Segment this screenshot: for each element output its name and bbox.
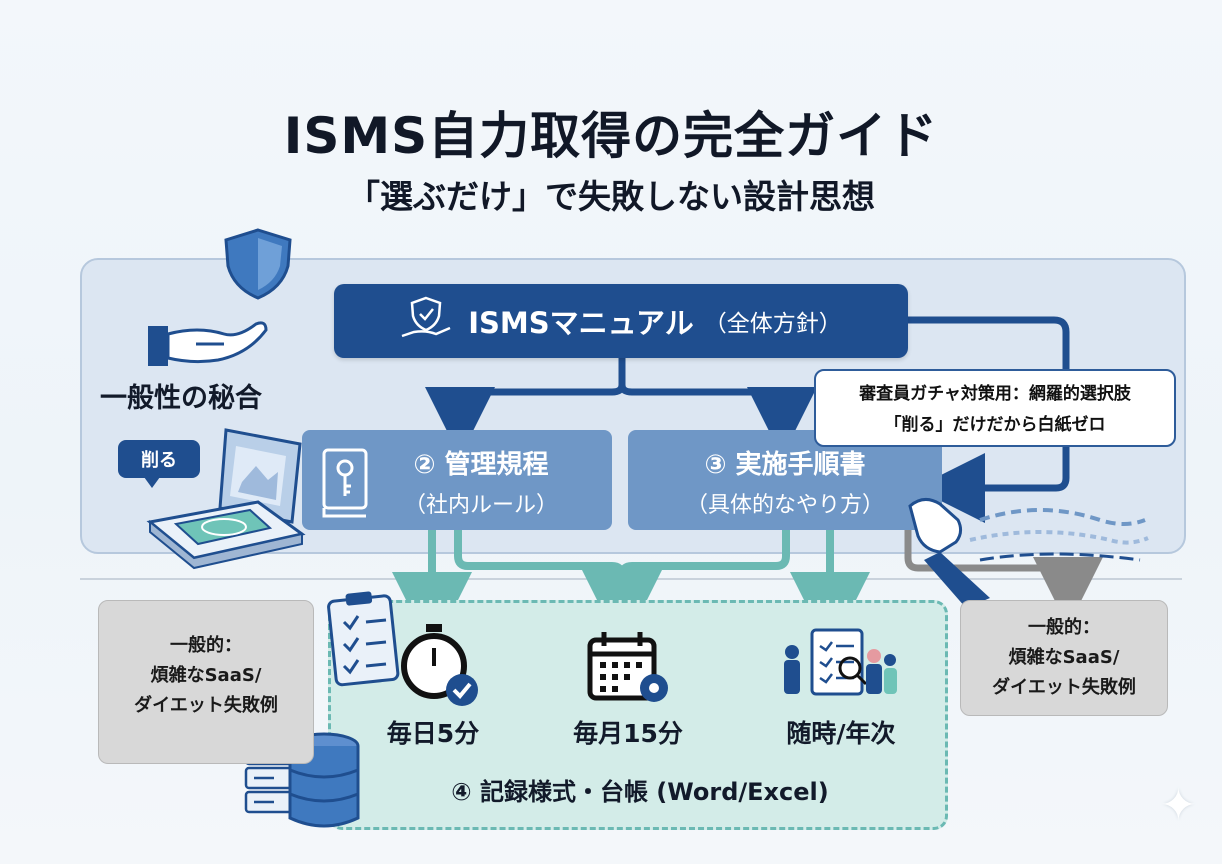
box3-subtitle: （具体的なやり方）: [685, 493, 884, 518]
clipboard-icon: [327, 591, 400, 687]
page-title: ISMS自力取得の完全ガイド: [283, 107, 939, 165]
isms-manual-box: ISMSマニュアル （全体方針）: [334, 284, 908, 358]
shield-hand-icon: [401, 296, 451, 338]
box2-subtitle: （社内ルール）: [403, 493, 558, 518]
arrow-manual-to-box3: [618, 384, 817, 457]
box3-title: ③ 実施手順書: [704, 450, 866, 480]
gray-left-line3: ダイエット失敗例: [134, 695, 278, 716]
gray-box-right: 一般的： 煩雑なSaaS/ ダイエット失敗例: [960, 600, 1168, 716]
gray-right-line3: ダイエット失敗例: [992, 677, 1136, 698]
auditor-callout: 審査員ガチャ対策用：網羅的選択肢 「削る」だけだから白紙ゼロ: [814, 369, 1176, 447]
gray-left-line1: 一般的：: [170, 635, 242, 656]
manual-sub-label: （全体方針）: [703, 311, 842, 337]
arrow-manual-to-box2: [425, 358, 626, 457]
metric-daily: 毎日5分: [386, 719, 480, 748]
arrow-to-gray-right: [904, 530, 1103, 627]
gray-box-left: 一般的： 煩雑なSaaS/ ダイエット失敗例: [98, 600, 314, 764]
box2-title: ② 管理規程: [413, 450, 549, 480]
hand-icon: [148, 321, 268, 366]
metric-monthly: 毎月15分: [573, 719, 683, 748]
box-management-rules: ② 管理規程 （社内ルール）: [302, 430, 612, 530]
callout-line2: 「削る」だけだから白紙ゼロ: [884, 415, 1106, 435]
shield-icon: [224, 228, 292, 300]
book-key-icon: [322, 448, 368, 518]
page-subtitle: 「選ぶだけ」で失敗しない設計思想: [347, 177, 875, 216]
gray-right-line2: 煩雑なSaaS/: [1008, 647, 1120, 668]
tablet-icon: [146, 428, 306, 570]
kezuru-badge: 削る: [118, 440, 200, 488]
metric-yearly: 随時/年次: [786, 719, 896, 748]
stopwatch-icon: [401, 624, 478, 706]
left-label: 一般性の秘合: [100, 383, 262, 414]
gray-left-line2: 煩雑なSaaS/: [150, 665, 262, 686]
records-title: ④ 記録様式・台帳 (Word/Excel): [451, 778, 829, 806]
manual-main-label: ISMSマニュアル: [468, 306, 694, 340]
callout-line1: 審査員ガチャ対策用：網羅的選択肢: [859, 384, 1131, 404]
calendar-gear-icon: [587, 632, 668, 702]
sparkle-icon: ✦: [1160, 780, 1197, 831]
people-clipboard-icon: [784, 628, 897, 696]
hand-wave-icon: [908, 498, 1149, 608]
gray-right-line1: 一般的：: [1028, 617, 1100, 638]
